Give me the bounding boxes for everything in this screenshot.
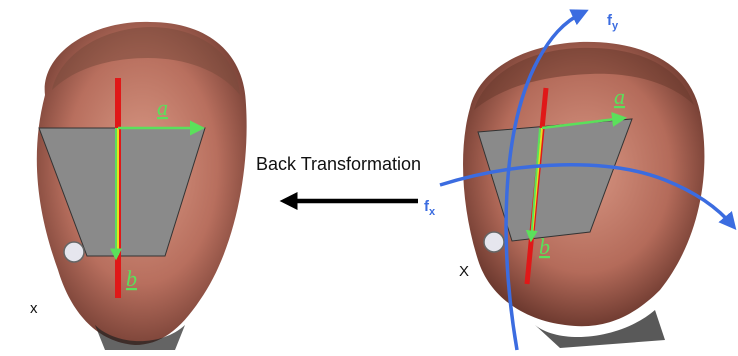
fy-axis-label: fy [607, 12, 619, 32]
left-label-b: b [126, 266, 137, 291]
right-face-group: a b X fy fx [424, 12, 733, 350]
left-face-group: a b x [30, 22, 247, 350]
right-corner-marker [484, 232, 504, 252]
left-corner-marker [64, 242, 84, 262]
right-label-b: b [539, 234, 550, 259]
fx-axis-label: fx [424, 198, 436, 218]
right-x-marker: X [459, 263, 469, 280]
left-x-marker: x [30, 300, 38, 317]
transformation-arrow-group: Back Transformation [256, 154, 421, 201]
left-label-a: a [157, 95, 168, 120]
back-transformation-caption: Back Transformation [256, 154, 421, 174]
right-label-a: a [614, 84, 625, 109]
